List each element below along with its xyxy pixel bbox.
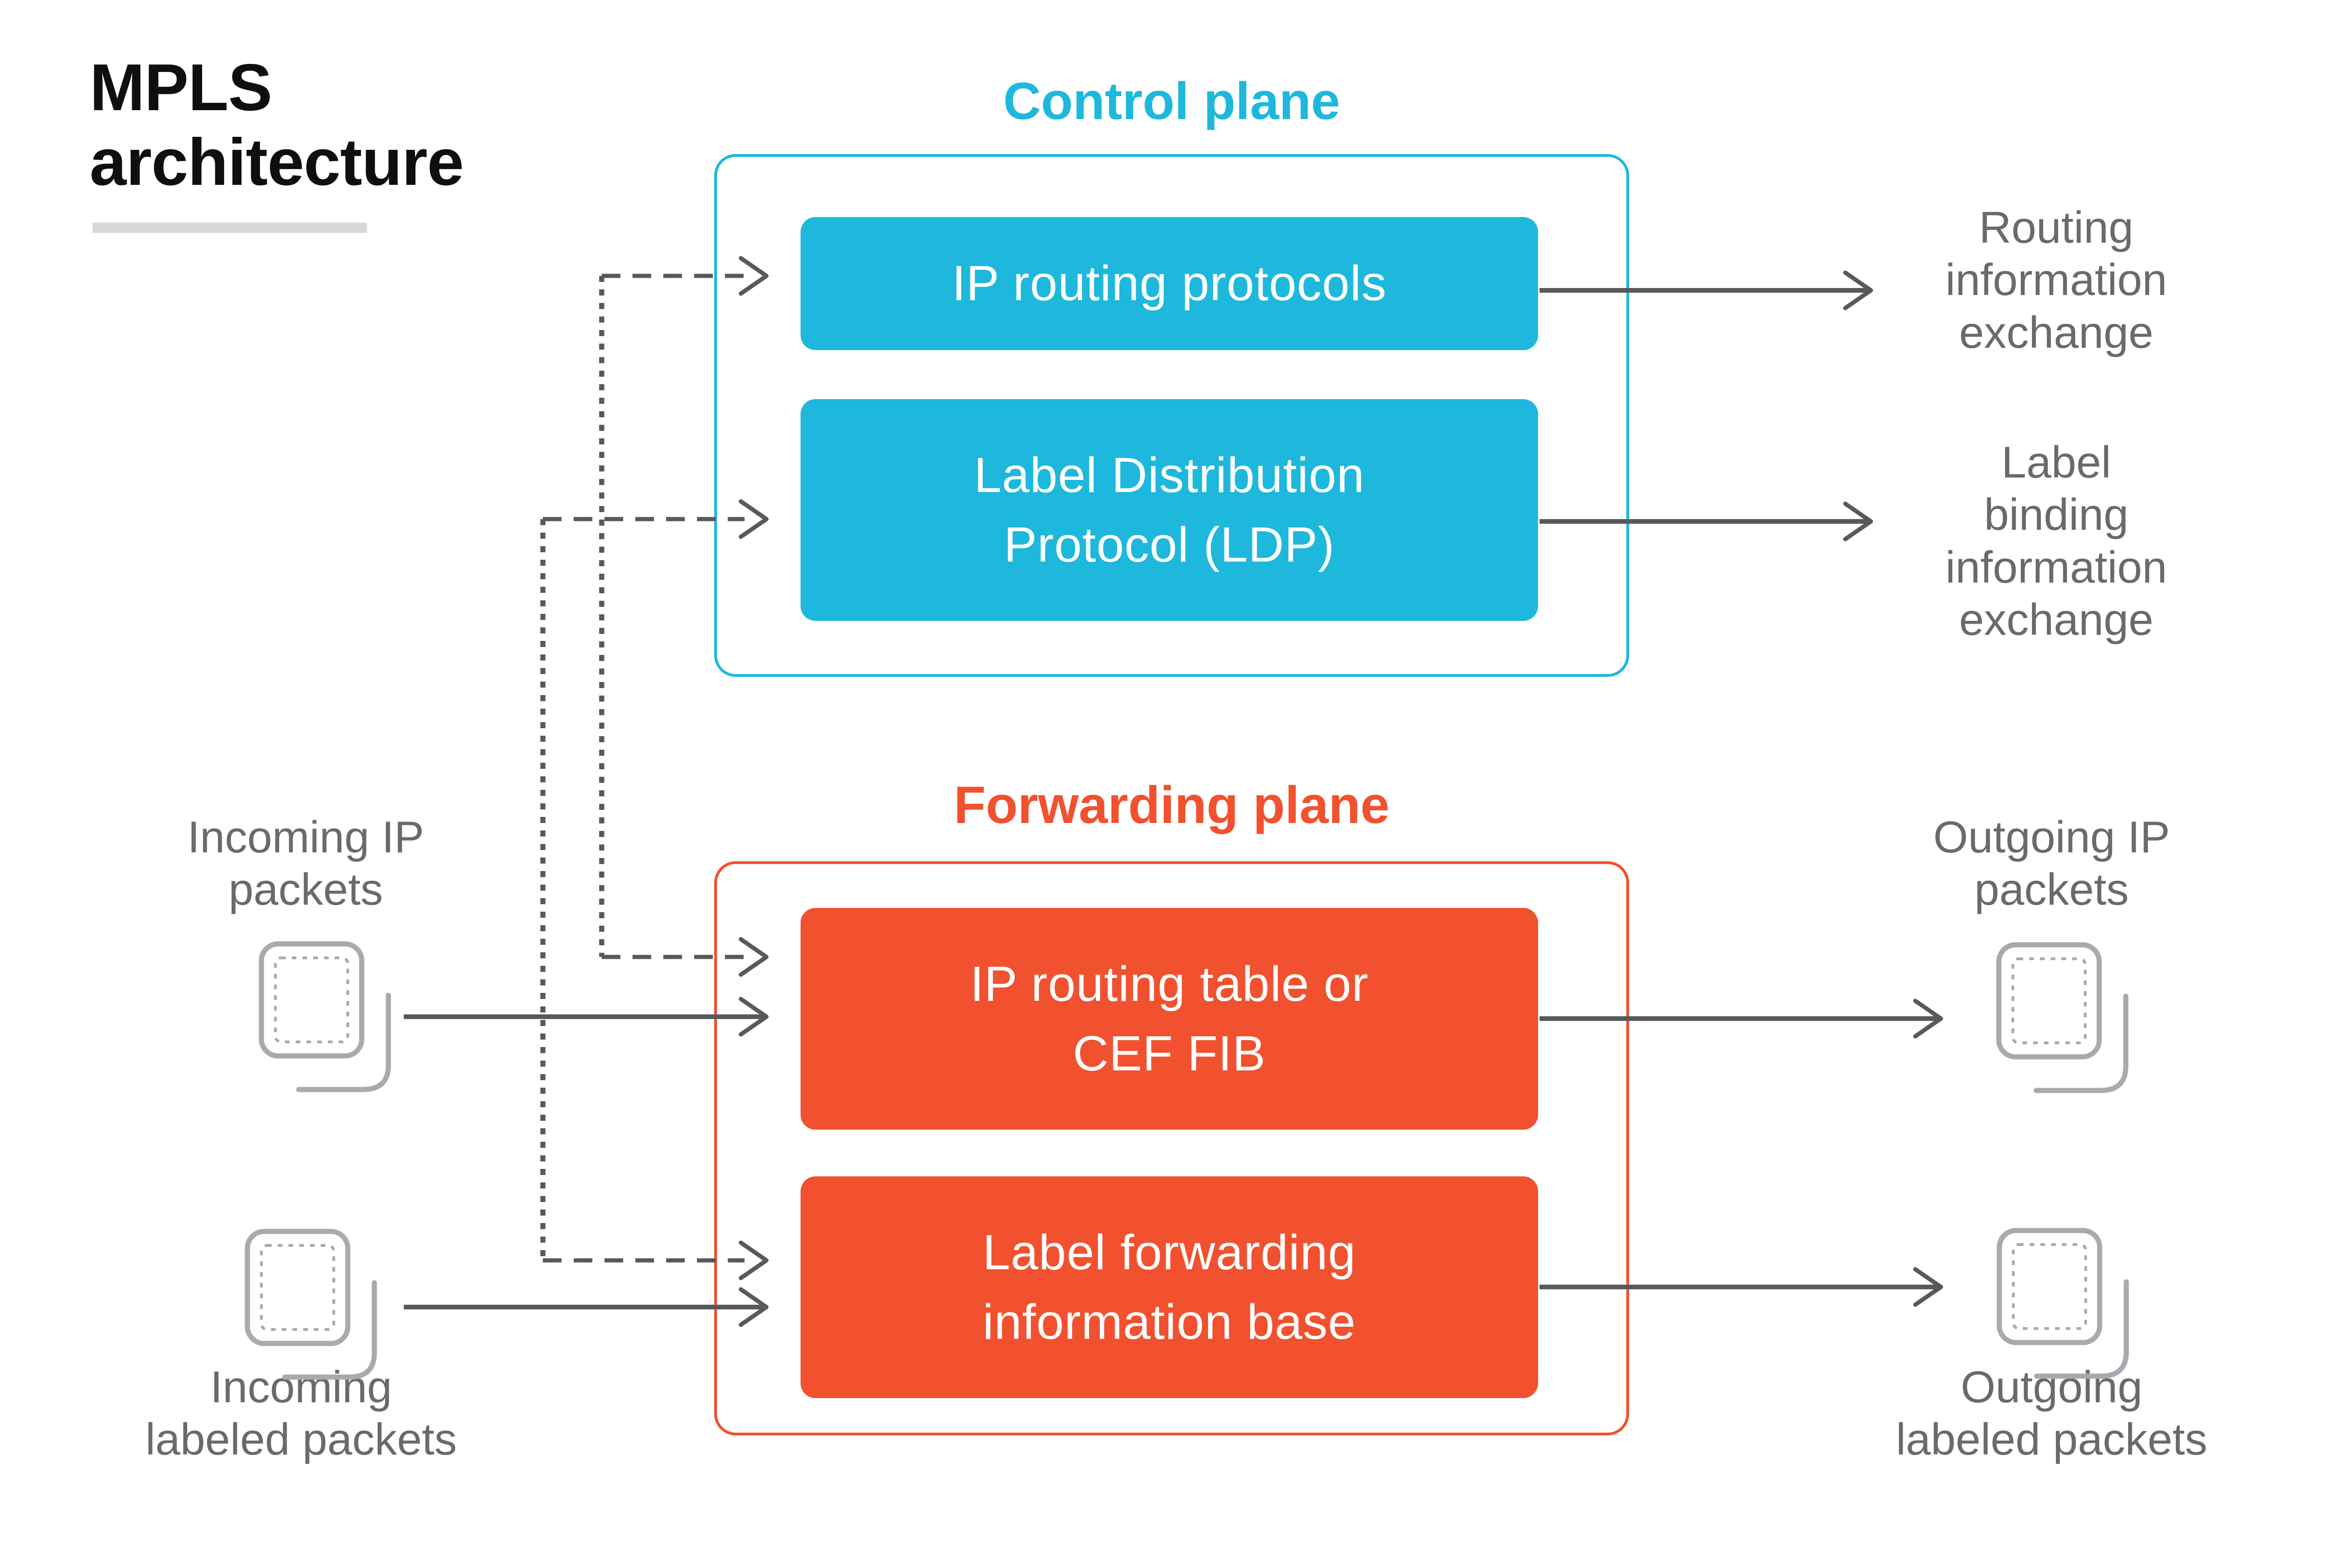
- incoming-labeled-packets-icon: [245, 1229, 377, 1380]
- incoming-ip-packets-icon: [259, 941, 391, 1092]
- node-label-distribution-protocol: Label Distribution Protocol (LDP): [801, 399, 1538, 621]
- label-incoming-labeled-packets: Incoming labeled packets: [145, 1362, 457, 1465]
- packet-front-card: [1997, 1228, 2102, 1345]
- packet-front-card: [259, 941, 365, 1059]
- label-label-binding-information-exchange: Label binding information exchange: [1945, 437, 2167, 645]
- page-title: MPLS architecture: [90, 50, 464, 200]
- forwarding-plane-panel: [714, 861, 1629, 1435]
- label-routing-information-exchange: Routing information exchange: [1945, 203, 2167, 358]
- title-underline: [92, 223, 367, 233]
- node-label-forwarding-information-base: Label forwarding information base: [801, 1176, 1538, 1398]
- packet-front-card: [1996, 942, 2102, 1060]
- control-plane-label: Control plane: [1003, 72, 1340, 130]
- control-plane-panel: [714, 154, 1629, 677]
- arrowhead-icon: [1913, 1267, 1943, 1307]
- forwarding-plane-label: Forwarding plane: [954, 776, 1390, 834]
- label-outgoing-labeled-packets: Outgoing labeled packets: [1896, 1362, 2207, 1465]
- outgoing-ip-packets-icon: [1996, 942, 2129, 1093]
- packet-back-card: [296, 992, 391, 1092]
- packet-inner-dashed: [2011, 957, 2087, 1044]
- node-ip-routing-protocols: IP routing protocols: [801, 217, 1538, 350]
- arrowhead-icon: [1913, 998, 1943, 1039]
- outgoing-labeled-packets-icon: [1997, 1228, 2129, 1379]
- label-outgoing-ip-packets: Outgoing IP packets: [1933, 812, 2170, 915]
- node-ip-routing-table-cef-fib: IP routing table or CEF FIB: [801, 908, 1538, 1130]
- packet-front-card: [245, 1229, 351, 1346]
- packet-back-card: [2033, 993, 2129, 1093]
- packet-inner-dashed: [260, 1244, 335, 1331]
- packet-inner-dashed: [274, 956, 349, 1043]
- label-incoming-ip-packets: Incoming IP packets: [187, 812, 424, 915]
- packet-inner-dashed: [2012, 1243, 2087, 1330]
